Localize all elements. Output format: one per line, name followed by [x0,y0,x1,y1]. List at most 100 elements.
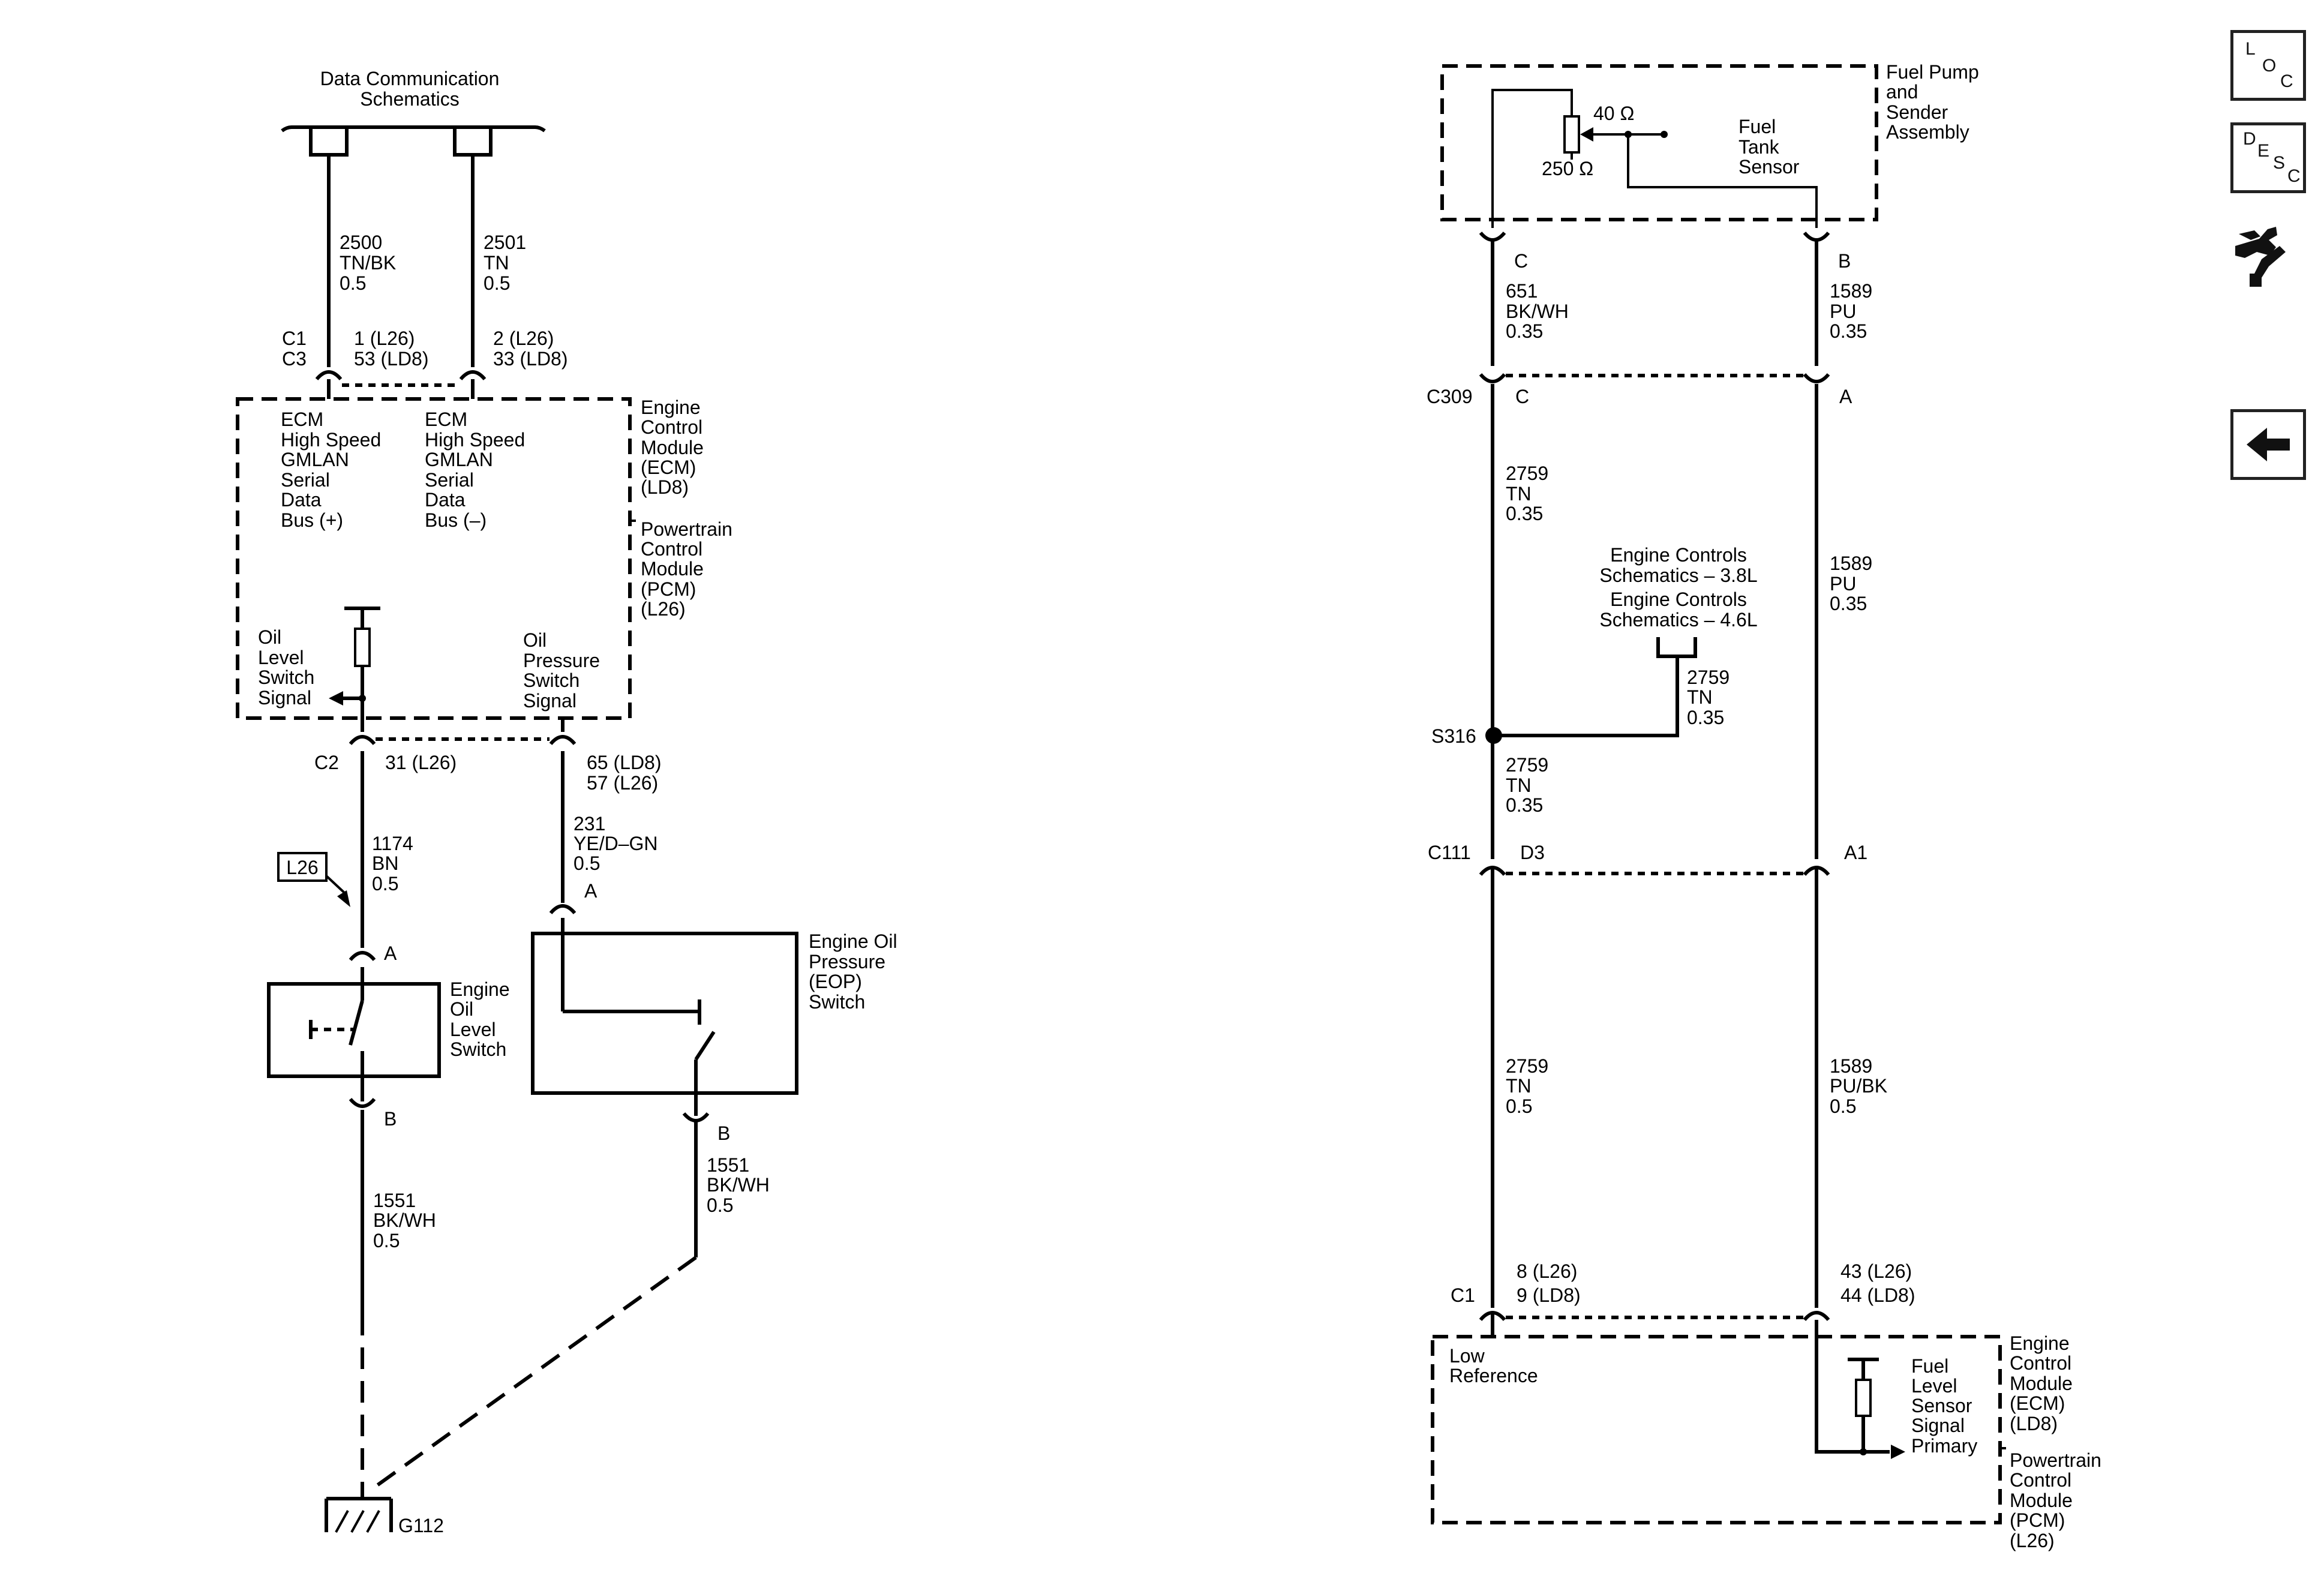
svg-text:(ECM): (ECM) [641,457,696,478]
desc-letter-d: D [2243,129,2256,149]
wire-651-label: 651 BK/WH 0.35 [1506,280,1569,342]
svg-text:Oil: Oil [523,629,547,651]
svg-text:Sensor: Sensor [1739,156,1800,178]
svg-text:0.5: 0.5 [340,272,366,294]
svg-text:Level: Level [1911,1375,1957,1397]
ecm-pcm-module-box [236,397,632,720]
svg-text:B: B [384,1108,397,1130]
splice-s316 [1485,727,1502,744]
svg-text:8 (L26): 8 (L26) [1517,1260,1577,1282]
connector-c1-c3: C1 C3 1 (L26) 53 (LD8) 2 (L26) 33 (LD8) [282,328,568,399]
svg-text:ECM: ECM [425,409,467,430]
svg-text:A1: A1 [1844,842,1867,863]
oil-level-signal-circuit [329,607,380,732]
svg-text:(PCM): (PCM) [641,578,696,600]
svg-text:Control: Control [2010,1352,2071,1374]
fuel-level-signal-circuit [1815,1320,1905,1459]
svg-text:65 (LD8): 65 (LD8) [587,752,662,773]
svg-text:44 (LD8): 44 (LD8) [1840,1284,1915,1306]
svg-text:Switch: Switch [258,667,314,688]
svg-text:L26: L26 [286,857,318,878]
svg-text:0.5: 0.5 [707,1194,733,1216]
svg-text:and: and [1886,81,1918,103]
fuel-pump-title: Fuel Pump and Sender Assembly [1886,61,1979,143]
svg-text:0.5: 0.5 [1830,1095,1856,1117]
svg-text:2 (L26): 2 (L26) [493,328,554,349]
fuel-level-signal-label: Fuel Level Sensor Signal Primary [1911,1355,1977,1457]
data-comm-link[interactable]: Data Communication Schematics [281,68,546,157]
svg-text:1551: 1551 [707,1154,749,1176]
svg-text:9 (LD8): 9 (LD8) [1517,1284,1581,1306]
svg-text:(PCM): (PCM) [2010,1509,2065,1531]
data-comm-label: Schematics [360,88,459,110]
svg-text:Control: Control [2010,1469,2071,1491]
svg-text:Engine: Engine [2010,1332,2070,1354]
svg-text:43 (L26): 43 (L26) [1840,1260,1912,1282]
repair-info-icon[interactable] [2235,227,2286,287]
svg-text:G112: G112 [398,1515,444,1536]
svg-text:Module: Module [2010,1490,2073,1511]
engine-controls-link[interactable]: Engine Controls Schematics – 3.8L Engine… [1599,544,1758,658]
svg-text:B: B [717,1122,730,1144]
pin-c-top [1479,231,1506,242]
engine-oil-pressure-switch: A B Engine Oil Pressure (EOP) Switch [531,880,897,1144]
svg-text:Module: Module [641,558,704,580]
svg-text:BN: BN [372,852,398,874]
svg-text:Bus (–): Bus (–) [425,509,487,531]
wire-1589-mid-label: 1589 PU 0.35 [1830,553,1872,614]
svg-text:231: 231 [574,813,605,834]
svg-text:Pressure: Pressure [809,951,885,972]
svg-text:0.5: 0.5 [1506,1095,1532,1117]
back-button[interactable] [2230,409,2306,480]
oil-level-signal-label: Oil Level Switch Signal [258,626,314,709]
wire-2759-branch [1496,656,1679,737]
location-button[interactable]: L O C [2230,30,2306,101]
wire-1589-top-label: 1589 PU 0.35 [1830,280,1872,342]
svg-text:BK/WH: BK/WH [373,1209,436,1231]
svg-text:High Speed: High Speed [425,429,525,451]
pin-c-top-label: C [1514,250,1528,272]
svg-text:Oil: Oil [258,626,281,648]
loc-letter-o: O [2262,56,2277,76]
svg-text:Assembly: Assembly [1886,121,1969,143]
connector-c2: C2 31 (L26) 65 (LD8) 57 (L26) [314,735,662,794]
loc-letter-c: C [2280,71,2293,91]
svg-text:250 Ω: 250 Ω [1542,158,1593,179]
wire-1174-label: 1174 BN 0.5 [372,833,413,894]
svg-text:Engine: Engine [641,397,701,418]
connector-c111: C111 D3 A1 [1428,842,1867,888]
svg-text:0.5: 0.5 [574,852,600,874]
svg-text:0.35: 0.35 [1830,593,1867,614]
svg-text:A: A [1839,386,1852,407]
svg-text:0.35: 0.35 [1506,320,1543,342]
ecm-title-right: Engine Control Module (ECM) (LD8) [2010,1332,2073,1434]
svg-text:Reference: Reference [1449,1365,1538,1386]
desc-letter-s: S [2273,153,2286,173]
svg-text:57 (L26): 57 (L26) [587,772,658,794]
description-button[interactable]: D E S C [2230,122,2306,193]
svg-text:GMLAN: GMLAN [425,449,493,470]
svg-text:TN: TN [1506,1075,1532,1097]
loc-letter-l: L [2245,39,2256,59]
wire-2501-label: 2501 TN 0.5 [484,232,526,294]
svg-text:C111: C111 [1428,842,1471,863]
bus-minus-label: ECM High Speed GMLAN Serial Data Bus (–) [425,409,525,531]
svg-text:High Speed: High Speed [281,429,381,451]
svg-text:1589: 1589 [1830,1055,1872,1077]
svg-text:PU: PU [1830,301,1856,322]
svg-text:Powertrain: Powertrain [2010,1449,2101,1471]
svg-text:D3: D3 [1520,842,1545,863]
svg-text:Module: Module [2010,1373,2073,1394]
svg-text:2759: 2759 [1506,1055,1548,1077]
svg-text:Control: Control [641,416,702,438]
svg-text:Fuel Pump: Fuel Pump [1886,61,1979,83]
engine-oil-level-switch: A B Engine Oil Level Switch [267,942,510,1130]
svg-text:0.5: 0.5 [484,272,510,294]
svg-text:1589: 1589 [1830,553,1872,574]
bus-plus-label: ECM High Speed GMLAN Serial Data Bus (+) [281,409,381,531]
svg-text:651: 651 [1506,280,1538,302]
fuel-tank-sensor: 40 Ω 250 Ω Fuel Tank Sensor [1491,89,1818,228]
svg-text:Switch: Switch [523,670,580,691]
svg-text:BK/WH: BK/WH [1506,301,1569,322]
